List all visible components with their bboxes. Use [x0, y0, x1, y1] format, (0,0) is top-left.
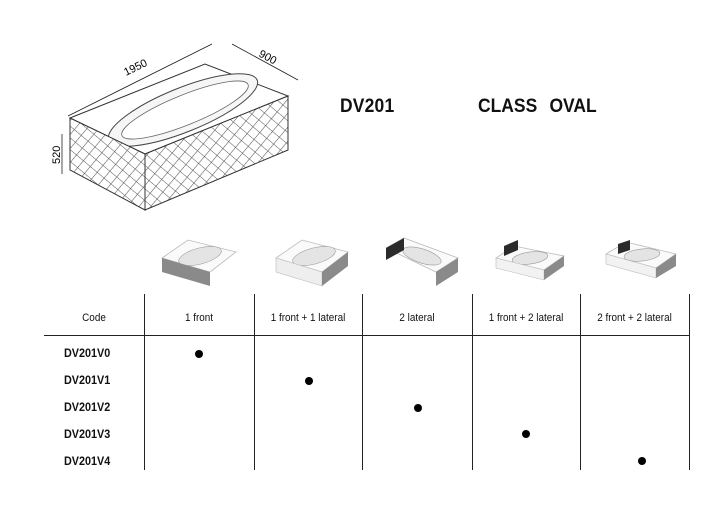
- variant-thumbnail-1-front-2-lateral: [495, 240, 565, 281]
- header-1-front-2-lateral: 1 front + 2 lateral: [488, 312, 564, 324]
- column-divider: [254, 294, 255, 470]
- column-divider: [689, 294, 690, 470]
- row-code-v0: DV201V0: [64, 346, 111, 360]
- variant-thumbnail-2-front-2-lateral: [604, 240, 677, 279]
- width-dimension: 900: [257, 48, 279, 67]
- column-divider: [580, 294, 581, 470]
- row-code-v2: DV201V2: [64, 400, 111, 414]
- header-divider: [44, 335, 690, 336]
- row-code-v1: DV201V1: [64, 373, 111, 387]
- selection-dot: [638, 457, 646, 465]
- selection-dot: [305, 377, 313, 385]
- model-code: DV201: [340, 96, 395, 117]
- header-1-front-1-lateral: 1 front + 1 lateral: [270, 312, 346, 324]
- variant-thumbnail-1-front: [161, 239, 237, 286]
- header-code: Code: [82, 312, 106, 324]
- header-2-lateral: 2 lateral: [399, 312, 435, 324]
- length-dimension: 1950: [122, 57, 149, 79]
- row-code-v3: DV201V3: [64, 427, 111, 441]
- column-divider: [144, 294, 145, 470]
- bathtub-dimension-drawing: 1950 900 520: [51, 43, 299, 211]
- selection-dot: [522, 430, 530, 438]
- variant-thumbnail-1-front-1-lateral: [275, 239, 349, 287]
- selection-dot: [414, 404, 422, 412]
- header-1-front: 1 front: [184, 312, 214, 324]
- selection-dot: [195, 350, 203, 358]
- product-class: CLASS OVAL: [478, 96, 597, 117]
- header-2-front-2-lateral: 2 front + 2 lateral: [597, 312, 672, 324]
- variant-thumbnail-2-lateral: [385, 237, 459, 286]
- height-dimension: 520: [51, 146, 63, 164]
- column-divider: [362, 294, 363, 470]
- column-divider: [472, 294, 473, 470]
- row-code-v4: DV201V4: [64, 454, 111, 468]
- variant-table: Code 1 front 1 front + 1 lateral 2 later…: [44, 294, 690, 470]
